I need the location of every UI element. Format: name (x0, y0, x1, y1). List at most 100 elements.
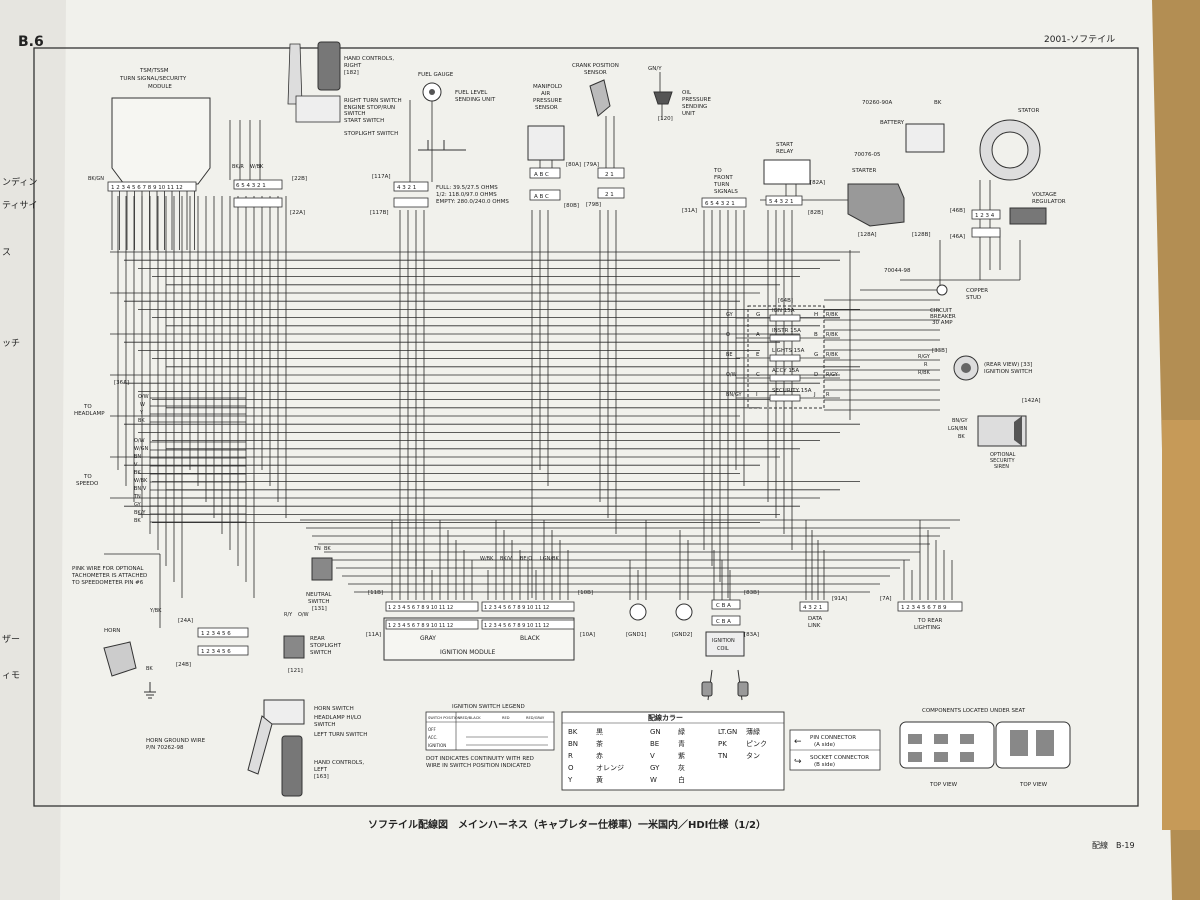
section-number: B.6 (18, 34, 44, 50)
svg-text:[10B]: [10B] (578, 590, 593, 596)
svg-text:[46B]: [46B] (950, 208, 965, 214)
fuse-out-wire: R/BK (826, 332, 839, 338)
color-name: 赤 (596, 752, 603, 760)
wire-label: R (924, 362, 928, 368)
svg-text:TSM/TSSM: TSM/TSSM (139, 68, 169, 74)
svg-text:[22B]: [22B] (292, 176, 307, 182)
svg-text:GN/Y: GN/Y (648, 66, 662, 72)
start-relay: START RELAY 5 4 3 2 1 [82A] [82B] (763, 142, 825, 216)
svg-text:1 2 3 4 5 6 7 8 9 10 11 12: 1 2 3 4 5 6 7 8 9 10 11 12 (484, 605, 549, 611)
svg-text:W/BK: W/BK (134, 478, 148, 484)
svg-text:[GND1]: [GND1] (626, 632, 646, 638)
left-hand-controls: HORN SWITCH HEADLAMP HI/LO SWITCH LEFT T… (247, 699, 367, 797)
svg-text:RELAY: RELAY (776, 149, 794, 155)
svg-text:TACHOMETER IS ATTACHED: TACHOMETER IS ATTACHED (71, 573, 147, 579)
svg-text:[80B]: [80B] (564, 203, 579, 209)
svg-text:STATOR: STATOR (1018, 108, 1039, 114)
svg-text:IGNITION: IGNITION (428, 743, 446, 748)
svg-text:SECURITY: SECURITY (990, 458, 1015, 464)
svg-text:REAR: REAR (310, 636, 325, 642)
fuse-in-wire: O (726, 332, 730, 338)
front-turn-connector: TO FRONT TURN SIGNALS 6 5 4 3 2 1 [31A] (682, 168, 747, 214)
svg-text:[91A]: [91A] (832, 596, 847, 602)
svg-text:SWITCH: SWITCH (310, 650, 332, 656)
svg-text:[31A]: [31A] (682, 208, 697, 214)
color-code: PK (718, 740, 727, 748)
svg-text:TN: TN (313, 546, 321, 552)
svg-text:FUEL GAUGE: FUEL GAUGE (418, 72, 454, 78)
right-hand-controls: HAND CONTROLS, RIGHT [182] RIGHT TURN SW… (287, 41, 402, 137)
svg-text:[64B]: [64B] (778, 298, 793, 304)
svg-text:PRESSURE: PRESSURE (533, 98, 562, 104)
tsm-module: TSM/TSSM TURN SIGNAL/SECURITY MODULE 1 2… (88, 68, 211, 192)
wire-label: LGN/BK (540, 556, 560, 562)
svg-text:IGNITION: IGNITION (712, 638, 735, 644)
color-name: 灰 (678, 763, 685, 772)
svg-text:[83B]: [83B] (744, 590, 759, 596)
svg-text:30 AMP: 30 AMP (932, 320, 953, 326)
svg-text:配線カラー: 配線カラー (648, 713, 683, 722)
svg-text:COPPER: COPPER (966, 288, 988, 294)
fuse-icon (769, 394, 801, 402)
map-sensor: MANIFOLD AIR PRESSURE SENSOR A B C A B C… (527, 84, 581, 209)
svg-text:SENDING: SENDING (682, 104, 707, 110)
fuse-label: LIGHTS 15A (772, 348, 805, 354)
svg-text:[128A]: [128A] (858, 232, 877, 238)
svg-text:[33B]: [33B] (932, 348, 947, 354)
svg-text:AIR: AIR (541, 91, 550, 97)
color-code: BN (568, 740, 578, 748)
svg-text:BN/V: BN/V (134, 486, 147, 492)
fuse-icon (769, 314, 801, 322)
connector-legend: ← ↪ PIN CONNECTOR (A side) SOCKET CONNEC… (789, 729, 881, 771)
svg-text:[46A]: [46A] (950, 234, 965, 240)
fuse-in-wire: BE (726, 352, 733, 358)
svg-text:PRESSURE: PRESSURE (682, 97, 711, 103)
svg-text:BK: BK (324, 546, 331, 552)
wire-label: W/BK (480, 556, 494, 562)
fuse-label: SECURITY 15A (772, 388, 812, 394)
svg-text:[24A]: [24A] (178, 618, 193, 624)
under-seat-components: COMPONENTS LOCATED UNDER SEAT TOP VIEW T… (899, 708, 1071, 788)
color-name: 薄緑 (746, 727, 760, 736)
fuse-out-wire: R/BK (826, 312, 839, 318)
fuse-terminal: G (756, 312, 760, 318)
page-footer: 配線 B-19 (1092, 840, 1135, 850)
svg-text:4 3 2 1: 4 3 2 1 (803, 605, 822, 611)
color-code: Y (567, 776, 573, 784)
svg-text:LEFT TURN SWITCH: LEFT TURN SWITCH (314, 732, 367, 738)
svg-text:CRANK POSITION: CRANK POSITION (572, 63, 619, 69)
ignition-switch: [33B] (REAR VIEW) [33] IGNITION SWITCH R… (918, 348, 1032, 381)
svg-text:[82A]: [82A] (810, 180, 825, 186)
svg-text:EMPTY: 280.0/240.0 OHMS: EMPTY: 280.0/240.0 OHMS (436, 199, 509, 205)
svg-text:BK/Y: BK/Y (134, 510, 146, 516)
svg-text:P/N 70262-98: P/N 70262-98 (146, 745, 184, 751)
svg-text:BN: BN (134, 454, 141, 460)
svg-text:1 2 3 4 5 6 7 8 9 10 11 12: 1 2 3 4 5 6 7 8 9 10 11 12 (388, 623, 453, 629)
svg-text:2 1: 2 1 (605, 172, 614, 178)
color-code: W (650, 776, 657, 784)
svg-text:RED/BLACK: RED/BLACK (460, 716, 481, 720)
svg-text:TO: TO (83, 404, 92, 410)
color-name: 白 (678, 775, 685, 784)
svg-text:RED/GRAY: RED/GRAY (526, 716, 545, 720)
svg-text:SENSOR: SENSOR (535, 105, 558, 111)
stator-regulator: STATOR VOLTAGE REGULATOR 1 2 3 4 [46B] [… (884, 108, 1066, 326)
svg-text:SWITCH POSITION: SWITCH POSITION (428, 716, 461, 720)
svg-text:HORN GROUND WIRE: HORN GROUND WIRE (146, 738, 206, 744)
color-code: GN (650, 728, 661, 736)
svg-text:START SWITCH: START SWITCH (344, 118, 384, 124)
connector-22: 6 5 4 3 2 1 [22B] [22A] BK/R W/BK (232, 164, 307, 216)
svg-text:4 3 2 1: 4 3 2 1 (397, 185, 416, 191)
svg-text:TO SPEEDOMETER PIN #6: TO SPEEDOMETER PIN #6 (71, 580, 144, 586)
svg-text:[142A]: [142A] (1022, 398, 1041, 404)
svg-text:OFF: OFF (428, 727, 436, 732)
svg-text:[80A]: [80A] (566, 162, 581, 168)
ignition-coil: C B A C B A [83B] [83A] IGNITION COIL (701, 590, 759, 701)
rear-lighting: 1 2 3 4 5 6 7 8 9 [7A] TO REAR LIGHTING (880, 596, 963, 631)
fuse-out-wire: R (826, 392, 830, 398)
fuse-in-wire: GY (726, 312, 734, 318)
svg-text:[24B]: [24B] (176, 662, 191, 668)
svg-text:(A side): (A side) (814, 742, 835, 748)
svg-text:70260-90A: 70260-90A (862, 100, 892, 106)
